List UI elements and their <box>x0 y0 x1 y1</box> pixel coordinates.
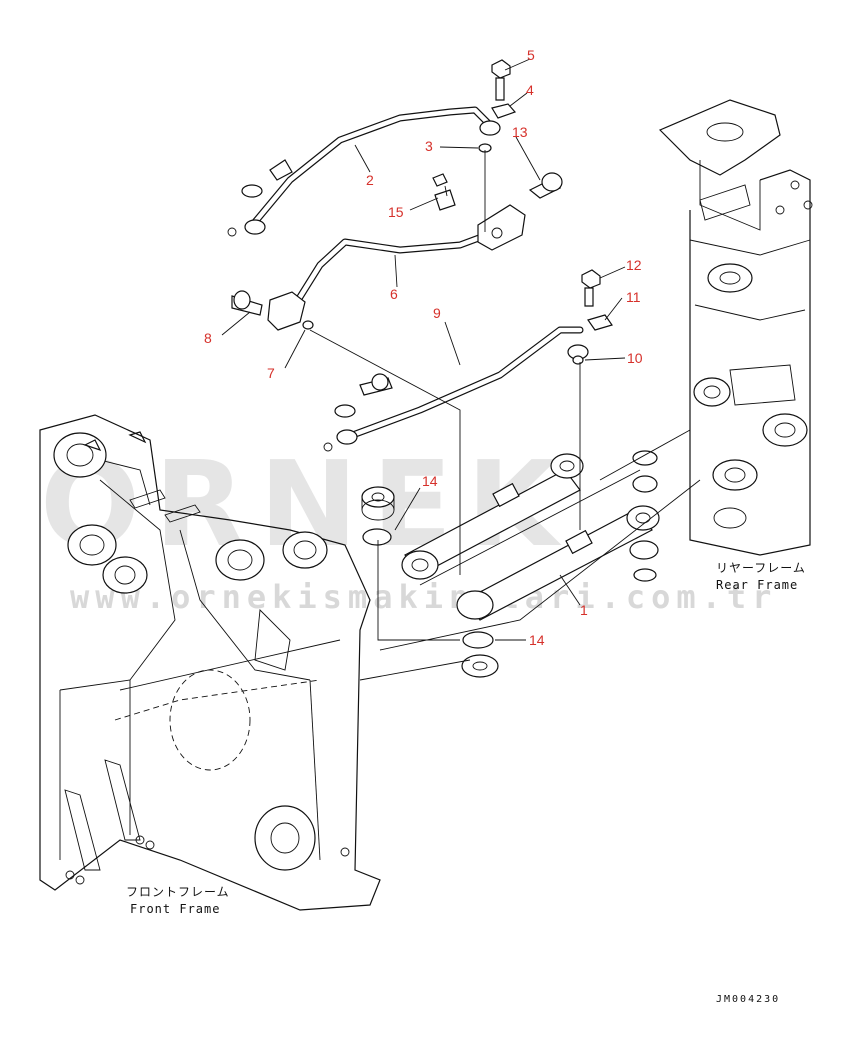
watermark: ORNEK www.ornekismakinalari.com.tr <box>40 435 777 616</box>
callout-5: 5 <box>527 47 535 63</box>
callout-4: 4 <box>526 82 534 98</box>
watermark-url: www.ornekismakinalari.com.tr <box>70 578 777 616</box>
steering-cylinder-upper <box>401 453 584 580</box>
callout-9: 9 <box>433 305 441 321</box>
hose-2 <box>227 106 501 237</box>
front-frame-label-jp: フロントフレーム <box>126 885 230 899</box>
hose-9 <box>323 326 589 452</box>
rear-frame-label-jp: リヤーフレーム <box>716 561 806 575</box>
callout-15: 15 <box>388 204 404 220</box>
rear-frame-label-en: Rear Frame <box>716 578 798 592</box>
assembly-lines <box>309 150 701 681</box>
callout-12: 12 <box>626 257 642 273</box>
bolt-12 <box>581 269 601 307</box>
fitting-15 <box>432 173 456 211</box>
callout-13: 13 <box>512 124 528 140</box>
hose-6 <box>231 204 526 331</box>
rear-frame <box>658 99 813 556</box>
callout-14-lower: 14 <box>529 632 545 648</box>
frame-captions: リヤーフレーム Rear Frame フロントフレーム Front Frame <box>126 561 806 916</box>
bolt-5 <box>491 59 511 101</box>
document-id: JM004230 <box>716 994 780 1005</box>
bolt-13 <box>528 172 563 199</box>
front-frame-label-en: Front Frame <box>130 902 220 916</box>
clamp-4 <box>491 103 517 119</box>
front-frame <box>39 414 381 911</box>
callout-1: 1 <box>580 602 588 618</box>
clamp-11 <box>587 314 613 331</box>
callout-leaders <box>221 58 626 641</box>
callout-numbers: 5 4 3 13 2 15 6 8 7 9 12 11 10 14 14 1 <box>204 47 643 648</box>
oring-7 <box>302 320 314 330</box>
bushing-set <box>361 450 659 678</box>
callout-10: 10 <box>627 350 643 366</box>
callout-14-upper: 14 <box>422 473 438 489</box>
callout-8: 8 <box>204 330 212 346</box>
callout-6: 6 <box>390 286 398 302</box>
callout-2: 2 <box>366 172 374 188</box>
callout-3: 3 <box>425 138 433 154</box>
callout-11: 11 <box>626 289 641 305</box>
callout-7: 7 <box>267 365 275 381</box>
oring-10 <box>572 355 584 365</box>
steering-cylinder-lower <box>456 505 660 621</box>
